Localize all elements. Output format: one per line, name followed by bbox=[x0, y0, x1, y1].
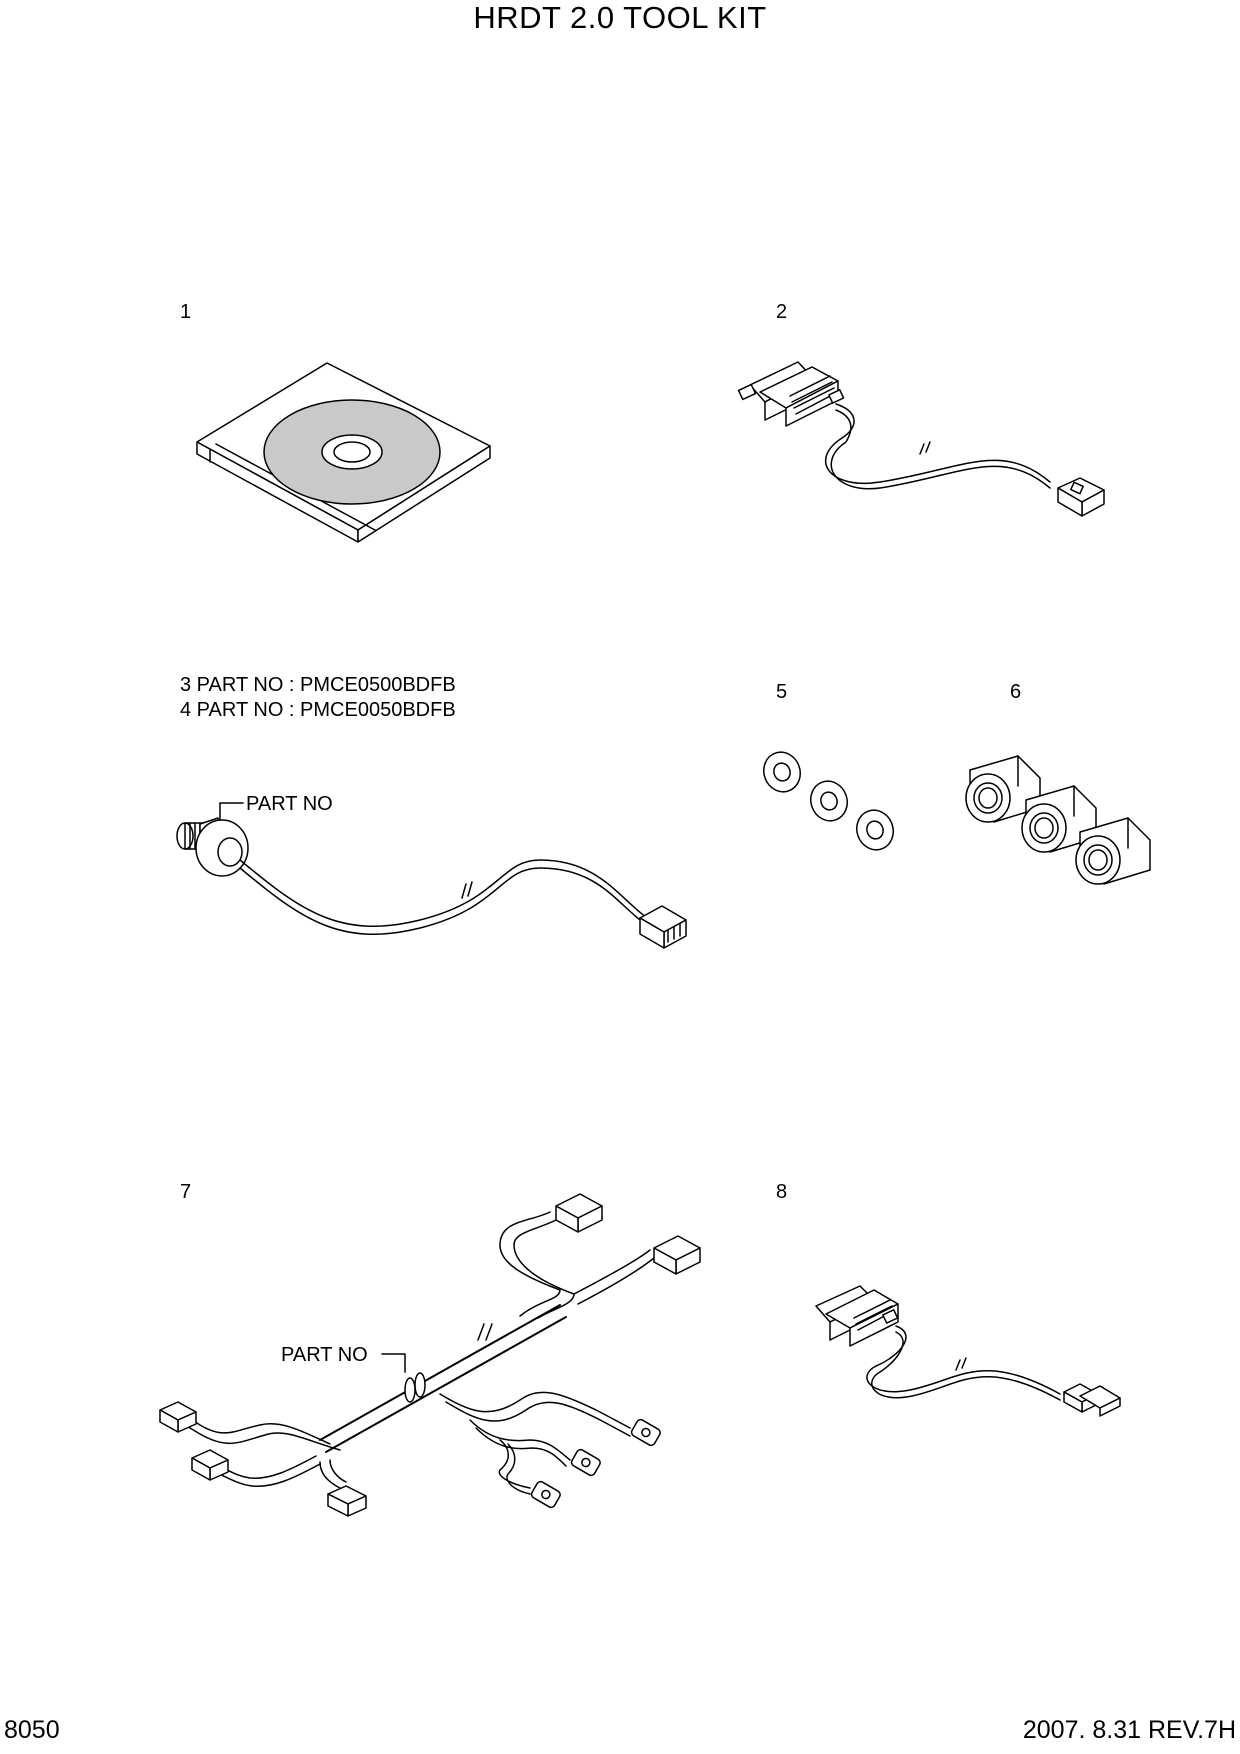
item-number-6: 6 bbox=[1010, 681, 1022, 703]
harness-part-no-callout: PART NO bbox=[281, 1344, 368, 1366]
nuts-illustration bbox=[966, 756, 1150, 884]
item-3-part-number: 3 PART NO : PMCE0500BDFB bbox=[180, 674, 456, 696]
sensor-part-no-callout: PART NO bbox=[246, 793, 333, 815]
item-number-2: 2 bbox=[776, 301, 788, 323]
item-number-7: 7 bbox=[180, 1181, 192, 1203]
page-title: HRDT 2.0 TOOL KIT bbox=[473, 0, 767, 35]
item-number-1: 1 bbox=[180, 301, 192, 323]
item-4-part-number: 4 PART NO : PMCE0050BDFB bbox=[180, 699, 456, 721]
usb-cable-illustration bbox=[816, 1286, 1120, 1416]
washers-illustration bbox=[758, 747, 899, 855]
item-number-8: 8 bbox=[776, 1181, 788, 1203]
page-number: 8050 bbox=[4, 1716, 60, 1744]
revision-date: 2007. 8.31 REV.7H bbox=[1022, 1716, 1236, 1744]
wiring-harness-illustration bbox=[160, 1194, 700, 1516]
serial-cable-illustration bbox=[739, 362, 1104, 516]
software-cd-illustration bbox=[197, 363, 490, 542]
pressure-sensor-illustration bbox=[177, 803, 686, 948]
item-number-5: 5 bbox=[776, 681, 788, 703]
